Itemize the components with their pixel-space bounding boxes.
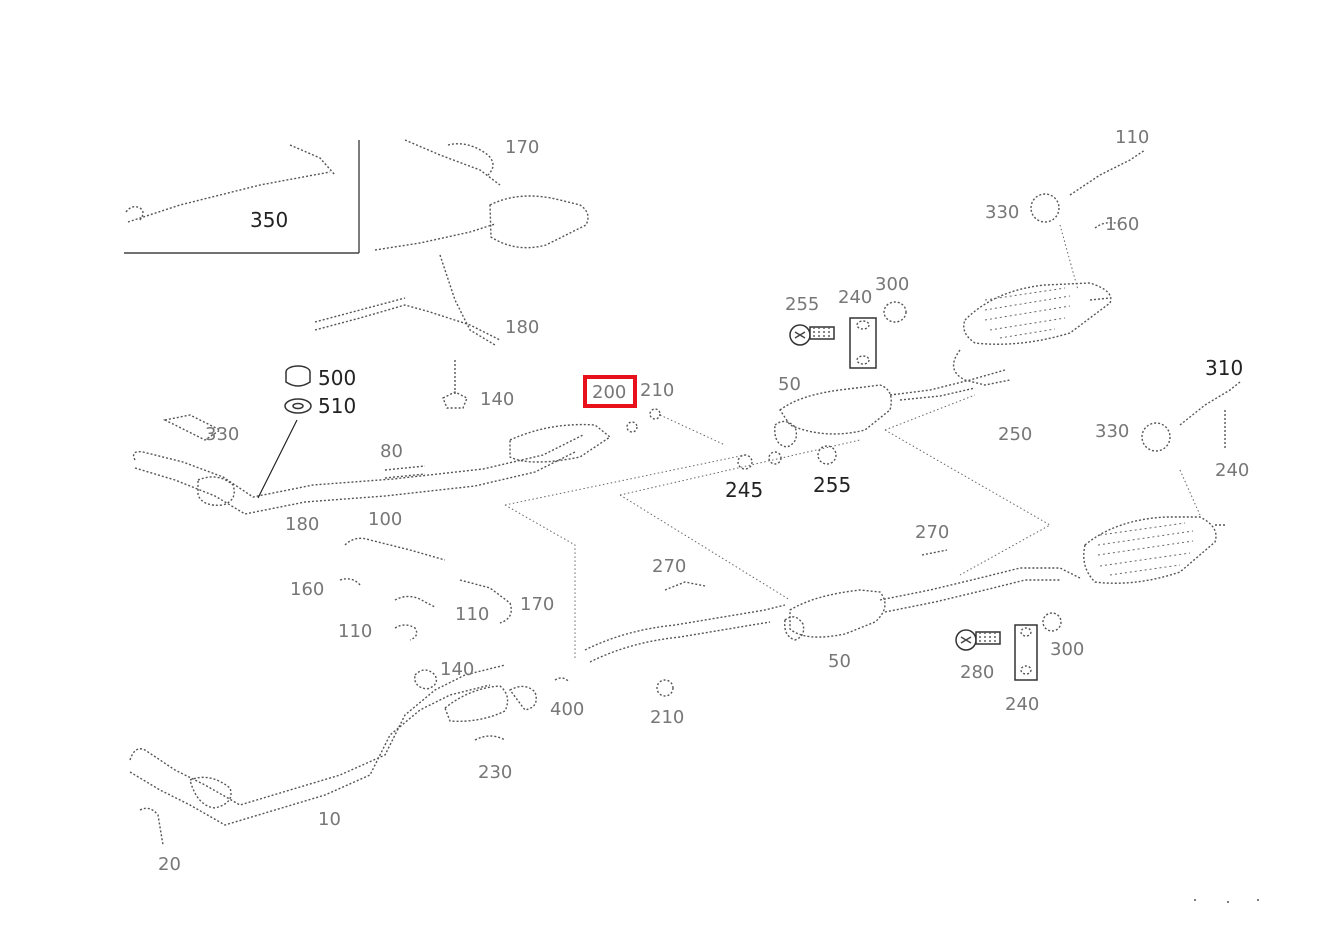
- inset-detail: 350: [124, 140, 360, 254]
- rubber-300-lower: 300: [1042, 612, 1084, 660]
- middle-pipe-and-silencer: 50 270 270: [584, 522, 1081, 672]
- callout-50-upper: 50: [778, 374, 801, 395]
- left-mid-fittings: 160 110 170 110: [290, 537, 554, 642]
- svg-text:200: 200: [592, 382, 626, 403]
- svg-text:20: 20: [158, 854, 181, 875]
- rear-silencer-upper: 50 250: [774, 369, 1032, 448]
- svg-text:140: 140: [440, 659, 474, 680]
- svg-text:170: 170: [520, 594, 554, 615]
- catalytic-converter-upper: 330 110 160: [952, 127, 1149, 386]
- stud-bolt-icon: [442, 360, 468, 409]
- svg-text:180: 180: [285, 514, 319, 535]
- svg-text:210: 210: [650, 707, 684, 728]
- svg-text:255: 255: [785, 294, 819, 315]
- svg-text:80: 80: [380, 441, 403, 462]
- svg-text:140: 140: [480, 389, 514, 410]
- svg-text:300: 300: [875, 274, 909, 295]
- svg-text:240: 240: [1215, 460, 1249, 481]
- guide-lines: [504, 394, 1052, 660]
- catalytic-converter-lower: 330 310 240: [1083, 356, 1249, 584]
- svg-text:330: 330: [1095, 421, 1129, 442]
- svg-text:270: 270: [915, 522, 949, 543]
- bolt-255-upper: 255: [785, 294, 835, 346]
- svg-text:270: 270: [652, 556, 686, 577]
- washer-510: 510: [284, 394, 356, 418]
- callout-240-lower: 240: [1005, 694, 1039, 715]
- svg-text:250: 250: [998, 424, 1032, 445]
- callout-245: 245: [725, 478, 763, 502]
- front-pipe-left: 80 330 180 100: [132, 414, 612, 535]
- callout-350: 350: [250, 208, 288, 232]
- nut-245: 245: [725, 454, 763, 502]
- rubber-300-upper: 300: [875, 274, 909, 323]
- svg-text:240: 240: [838, 287, 872, 308]
- svg-text:330: 330: [985, 202, 1019, 223]
- svg-text:230: 230: [478, 762, 512, 783]
- svg-text:170: 170: [505, 137, 539, 158]
- callout-500: 500: [318, 366, 356, 390]
- callout-300-lower: 300: [1050, 639, 1084, 660]
- front-pipe-upper: 170 180 140: [314, 137, 589, 410]
- svg-text:280: 280: [960, 662, 994, 683]
- page-marks: [1194, 899, 1259, 903]
- svg-text:160: 160: [290, 579, 324, 600]
- bolt-280-lower: 280: [955, 629, 1001, 683]
- svg-text:110: 110: [338, 621, 372, 642]
- svg-text:50: 50: [828, 651, 851, 672]
- svg-text:100: 100: [368, 509, 402, 530]
- svg-text:180: 180: [505, 317, 539, 338]
- callout-255: 255: [813, 473, 851, 497]
- svg-text:110: 110: [1115, 127, 1149, 148]
- callout-510: 510: [318, 394, 356, 418]
- highlighted-part-callout: 200 210: [583, 375, 674, 433]
- svg-text:330: 330: [205, 424, 239, 445]
- svg-text:160: 160: [1105, 214, 1139, 235]
- svg-text:110: 110: [455, 604, 489, 625]
- svg-text:10: 10: [318, 809, 341, 830]
- bracket-240-lower: 240: [1005, 624, 1039, 715]
- svg-text:210: 210: [640, 380, 674, 401]
- svg-text:400: 400: [550, 699, 584, 720]
- front-pipe-lower: 140 230 400 210 10 20: [129, 659, 684, 875]
- bracket-240-upper: 240: [838, 287, 877, 369]
- clamp-255: 255: [768, 445, 851, 497]
- plug-500: 500: [285, 365, 356, 390]
- callout-310-upper: 310: [1205, 356, 1243, 380]
